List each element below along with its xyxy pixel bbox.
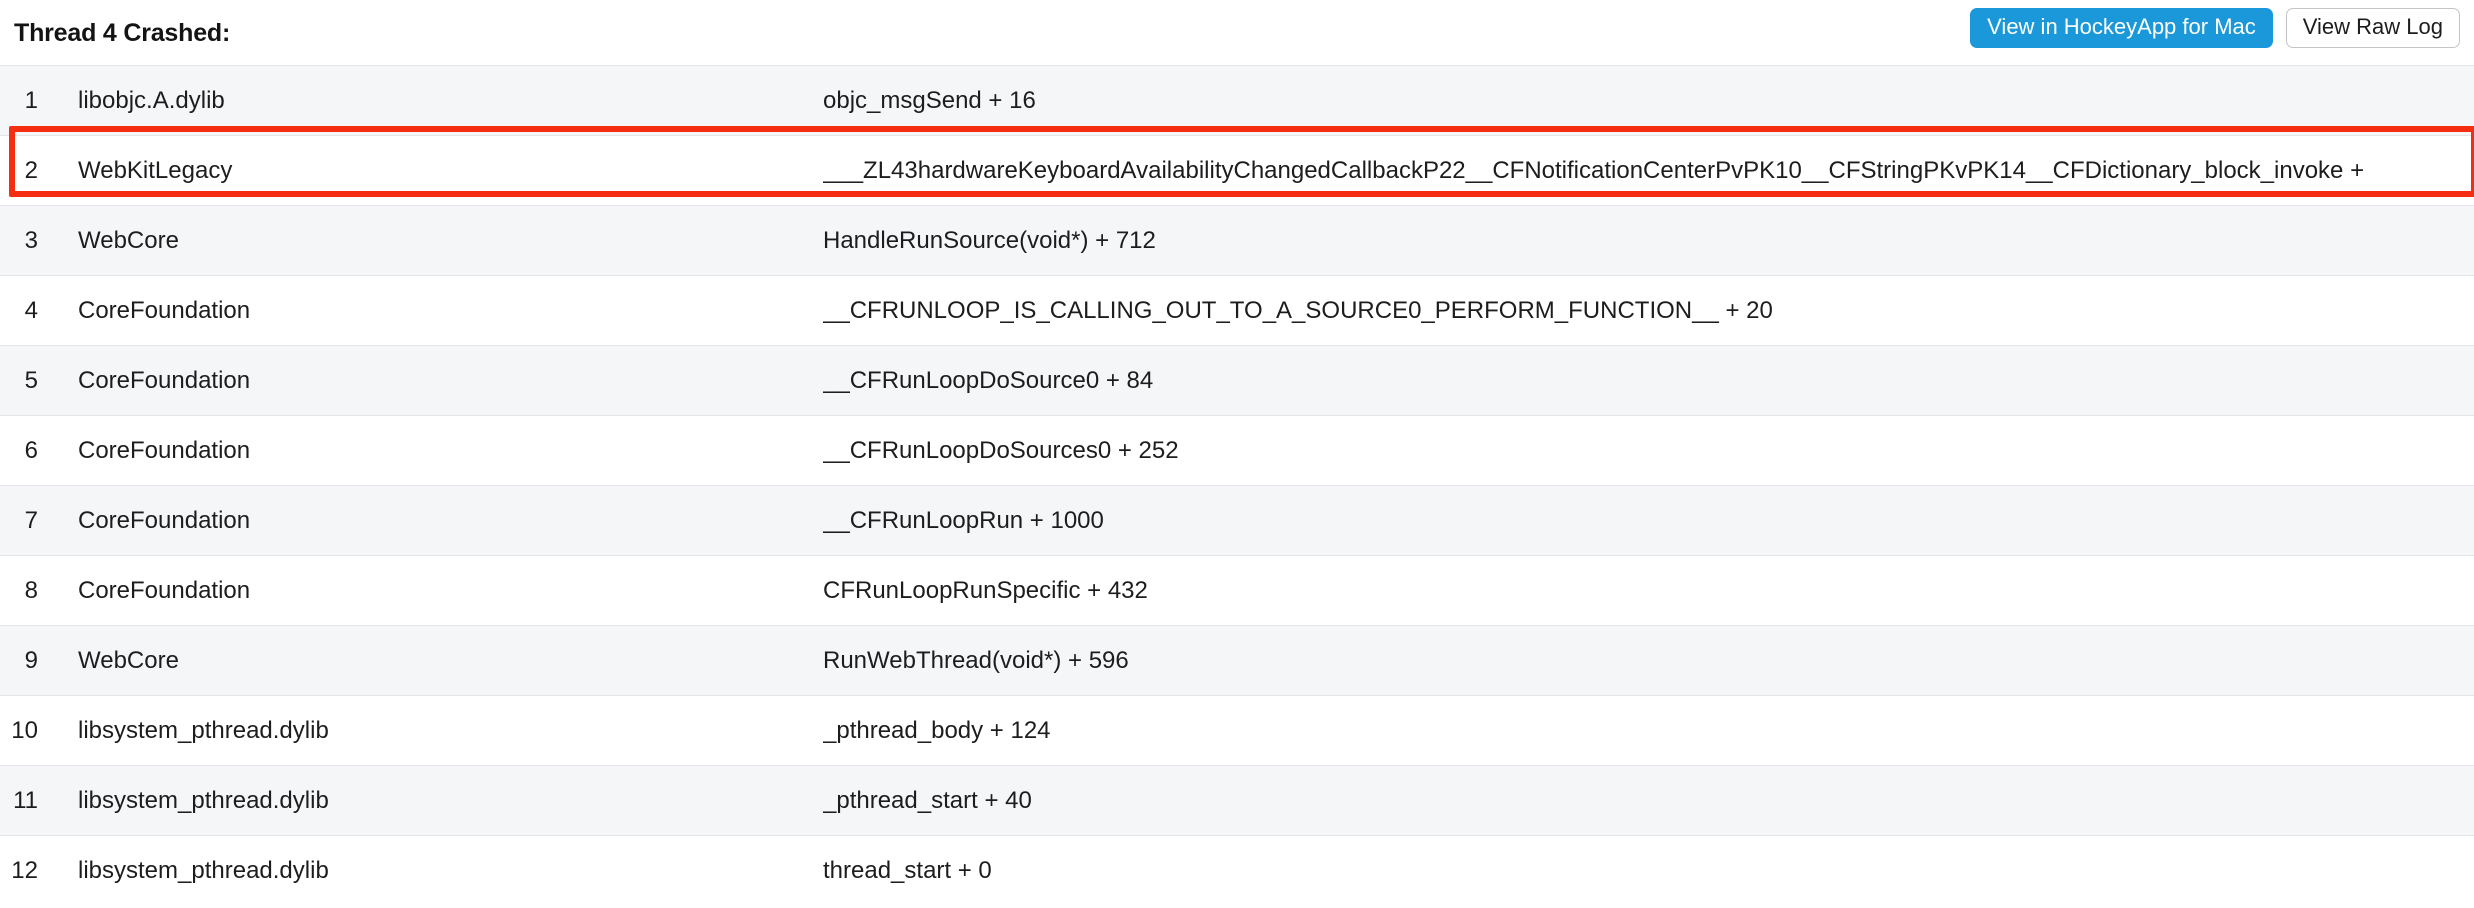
- table-row[interactable]: 10 libsystem_pthread.dylib _pthread_body +…: [0, 695, 2474, 766]
- frame-function-cell: __CFRunLoopDoSource0 + 84: [823, 345, 2474, 416]
- frame-function-cell: __CFRunLoopDoSources0 + 252: [823, 415, 2474, 486]
- table-row[interactable]: 5 CoreFoundation __CFRunLoopDoSource0 + 84: [0, 345, 2474, 416]
- table-row[interactable]: 1 libobjc.A.dylib objc_msgSend + 16: [0, 65, 2474, 136]
- frame-index-cell: 3: [0, 205, 78, 276]
- frame-index: 9: [24, 647, 38, 674]
- frame-index: 3: [24, 227, 38, 254]
- stack-frames-body: 1 libobjc.A.dylib objc_msgSend + 16 2 WebKit…: [0, 65, 2474, 905]
- frame-binary-name: libobjc.A.dylib: [78, 87, 225, 114]
- frame-function-symbol: __CFRUNLOOP_IS_CALLING_OUT_TO_A_SOURCE0_…: [823, 297, 1773, 324]
- frame-index: 10: [11, 717, 38, 744]
- frame-binary-name: CoreFoundation: [78, 577, 251, 604]
- frame-binary-cell: CoreFoundation: [78, 555, 823, 626]
- frame-function-symbol: _pthread_body + 124: [823, 717, 1051, 744]
- frame-index-cell: 6: [0, 415, 78, 486]
- frame-binary-cell: CoreFoundation: [78, 275, 823, 346]
- frame-binary-cell: WebCore: [78, 205, 823, 276]
- frame-index-cell: 8: [0, 555, 78, 626]
- page-title: Thread 4 Crashed:: [14, 19, 231, 47]
- frame-index-cell: 4: [0, 275, 78, 346]
- frame-binary-cell: WebKitLegacy: [78, 135, 823, 206]
- frame-function-cell: _pthread_body + 124: [823, 695, 2474, 766]
- frame-binary-name: WebCore: [78, 227, 179, 254]
- frame-index: 4: [24, 297, 38, 324]
- frame-index: 7: [24, 507, 38, 534]
- frame-function-cell: ___ZL43hardwareKeyboardAvailabilityChang…: [823, 135, 2474, 206]
- header-actions: View in HockeyApp for Mac View Raw Log: [1970, 8, 2460, 48]
- frame-function-cell: RunWebThread(void*) + 596: [823, 625, 2474, 696]
- frame-function-symbol: _pthread_start + 40: [823, 787, 1032, 814]
- frame-binary-cell: CoreFoundation: [78, 345, 823, 416]
- frame-index-cell: 2: [0, 135, 78, 206]
- frame-binary-cell: WebCore: [78, 625, 823, 696]
- frame-function-symbol: __CFRunLoopRun + 1000: [823, 507, 1104, 534]
- stack-frames-table: 1 libobjc.A.dylib objc_msgSend + 16 2 WebKit…: [0, 65, 2474, 905]
- panel-header: Thread 4 Crashed: View in HockeyApp for …: [0, 0, 2474, 65]
- frame-binary-cell: CoreFoundation: [78, 415, 823, 486]
- frame-index: 6: [24, 437, 38, 464]
- frame-binary-name: WebCore: [78, 647, 179, 674]
- frame-function-cell: thread_start + 0: [823, 835, 2474, 905]
- frame-binary-name: CoreFoundation: [78, 297, 251, 324]
- frame-binary-cell: libsystem_pthread.dylib: [78, 695, 823, 766]
- view-in-hockeyapp-for-mac-button[interactable]: View in HockeyApp for Mac: [1970, 8, 2273, 48]
- frame-binary-cell: libobjc.A.dylib: [78, 65, 823, 136]
- frame-index-cell: 11: [0, 765, 78, 836]
- frame-binary-name: CoreFoundation: [78, 507, 251, 534]
- table-row[interactable]: 2 WebKitLegacy ___ZL43hardwareKeyboardAvai…: [0, 135, 2474, 206]
- table-row[interactable]: 12 libsystem_pthread.dylib thread_start + …: [0, 835, 2474, 905]
- table-row[interactable]: 7 CoreFoundation __CFRunLoopRun + 1000: [0, 485, 2474, 556]
- frame-function-symbol: RunWebThread(void*) + 596: [823, 647, 1129, 674]
- frame-binary-cell: libsystem_pthread.dylib: [78, 765, 823, 836]
- frame-function-symbol: ___ZL43hardwareKeyboardAvailabilityChang…: [823, 157, 2365, 184]
- frame-function-cell: HandleRunSource(void*) + 712: [823, 205, 2474, 276]
- frame-binary-name: libsystem_pthread.dylib: [78, 857, 329, 884]
- frame-index-cell: 9: [0, 625, 78, 696]
- table-row[interactable]: 8 CoreFoundation CFRunLoopRunSpecific + 43…: [0, 555, 2474, 626]
- frame-index-cell: 7: [0, 485, 78, 556]
- frame-index-cell: 5: [0, 345, 78, 416]
- frame-function-symbol: HandleRunSource(void*) + 712: [823, 227, 1156, 254]
- frame-function-symbol: CFRunLoopRunSpecific + 432: [823, 577, 1148, 604]
- table-row[interactable]: 11 libsystem_pthread.dylib _pthread_start …: [0, 765, 2474, 836]
- frame-binary-name: CoreFoundation: [78, 367, 251, 394]
- table-row[interactable]: 9 WebCore RunWebThread(void*) + 596: [0, 625, 2474, 696]
- frame-index: 5: [24, 367, 38, 394]
- frame-function-symbol: objc_msgSend + 16: [823, 87, 1036, 114]
- frame-index: 1: [24, 87, 38, 114]
- frame-index-cell: 12: [0, 835, 78, 905]
- table-row[interactable]: 3 WebCore HandleRunSource(void*) + 712: [0, 205, 2474, 276]
- table-row[interactable]: 6 CoreFoundation __CFRunLoopDoSources0 + 2…: [0, 415, 2474, 486]
- frame-function-symbol: thread_start + 0: [823, 857, 992, 884]
- frame-binary-name: libsystem_pthread.dylib: [78, 787, 329, 814]
- frame-binary-cell: libsystem_pthread.dylib: [78, 835, 823, 905]
- frame-index: 12: [11, 857, 38, 884]
- frame-function-cell: __CFRunLoopRun + 1000: [823, 485, 2474, 556]
- frame-index-cell: 10: [0, 695, 78, 766]
- frame-function-cell: _pthread_start + 40: [823, 765, 2474, 836]
- frame-index-cell: 1: [0, 65, 78, 136]
- table-row[interactable]: 4 CoreFoundation __CFRUNLOOP_IS_CALLING_OU…: [0, 275, 2474, 346]
- frame-binary-name: libsystem_pthread.dylib: [78, 717, 329, 744]
- frame-function-symbol: __CFRunLoopDoSource0 + 84: [823, 367, 1154, 394]
- frame-function-cell: CFRunLoopRunSpecific + 432: [823, 555, 2474, 626]
- frame-function-cell: __CFRUNLOOP_IS_CALLING_OUT_TO_A_SOURCE0_…: [823, 275, 2474, 346]
- frame-index: 2: [24, 157, 38, 184]
- view-raw-log-button[interactable]: View Raw Log: [2285, 8, 2460, 48]
- frame-function-symbol: __CFRunLoopDoSources0 + 252: [823, 437, 1179, 464]
- frame-binary-name: CoreFoundation: [78, 437, 251, 464]
- frame-binary-cell: CoreFoundation: [78, 485, 823, 556]
- frame-index: 11: [13, 787, 38, 814]
- frame-binary-name: WebKitLegacy: [78, 157, 233, 184]
- frame-function-cell: objc_msgSend + 16: [823, 65, 2474, 136]
- frame-index: 8: [24, 577, 38, 604]
